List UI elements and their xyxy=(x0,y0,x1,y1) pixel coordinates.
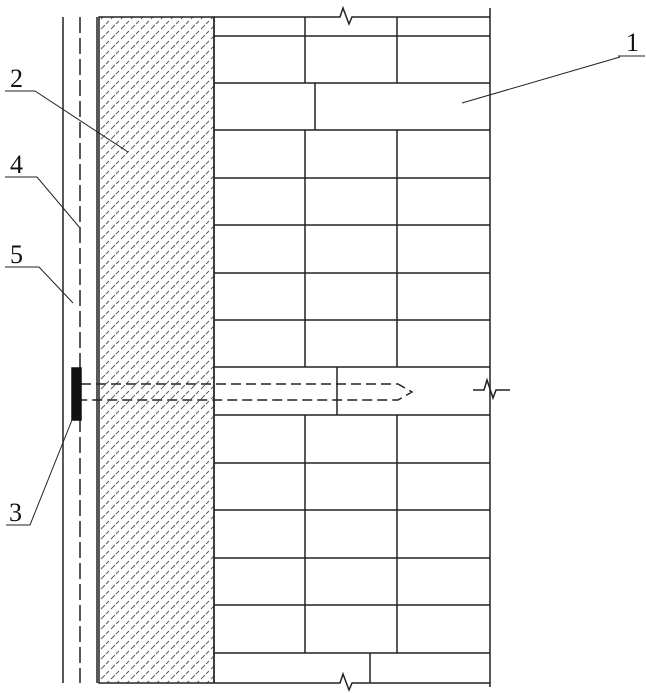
leader-lines xyxy=(5,55,645,526)
anchor-plate xyxy=(71,367,82,421)
callout-1-masonry-wall: 1 xyxy=(626,28,639,57)
masonry-wall xyxy=(213,5,510,693)
finish-layer-lines xyxy=(62,17,98,683)
callout-4-finish-layer: 4 xyxy=(10,150,23,179)
callout-3-anchor: 3 xyxy=(9,498,22,527)
insulation-board xyxy=(98,16,215,684)
callout-2-insulation-board: 2 xyxy=(10,64,23,93)
callout-5-outer-layer: 5 xyxy=(10,240,23,269)
anchor-bolt xyxy=(71,367,414,421)
